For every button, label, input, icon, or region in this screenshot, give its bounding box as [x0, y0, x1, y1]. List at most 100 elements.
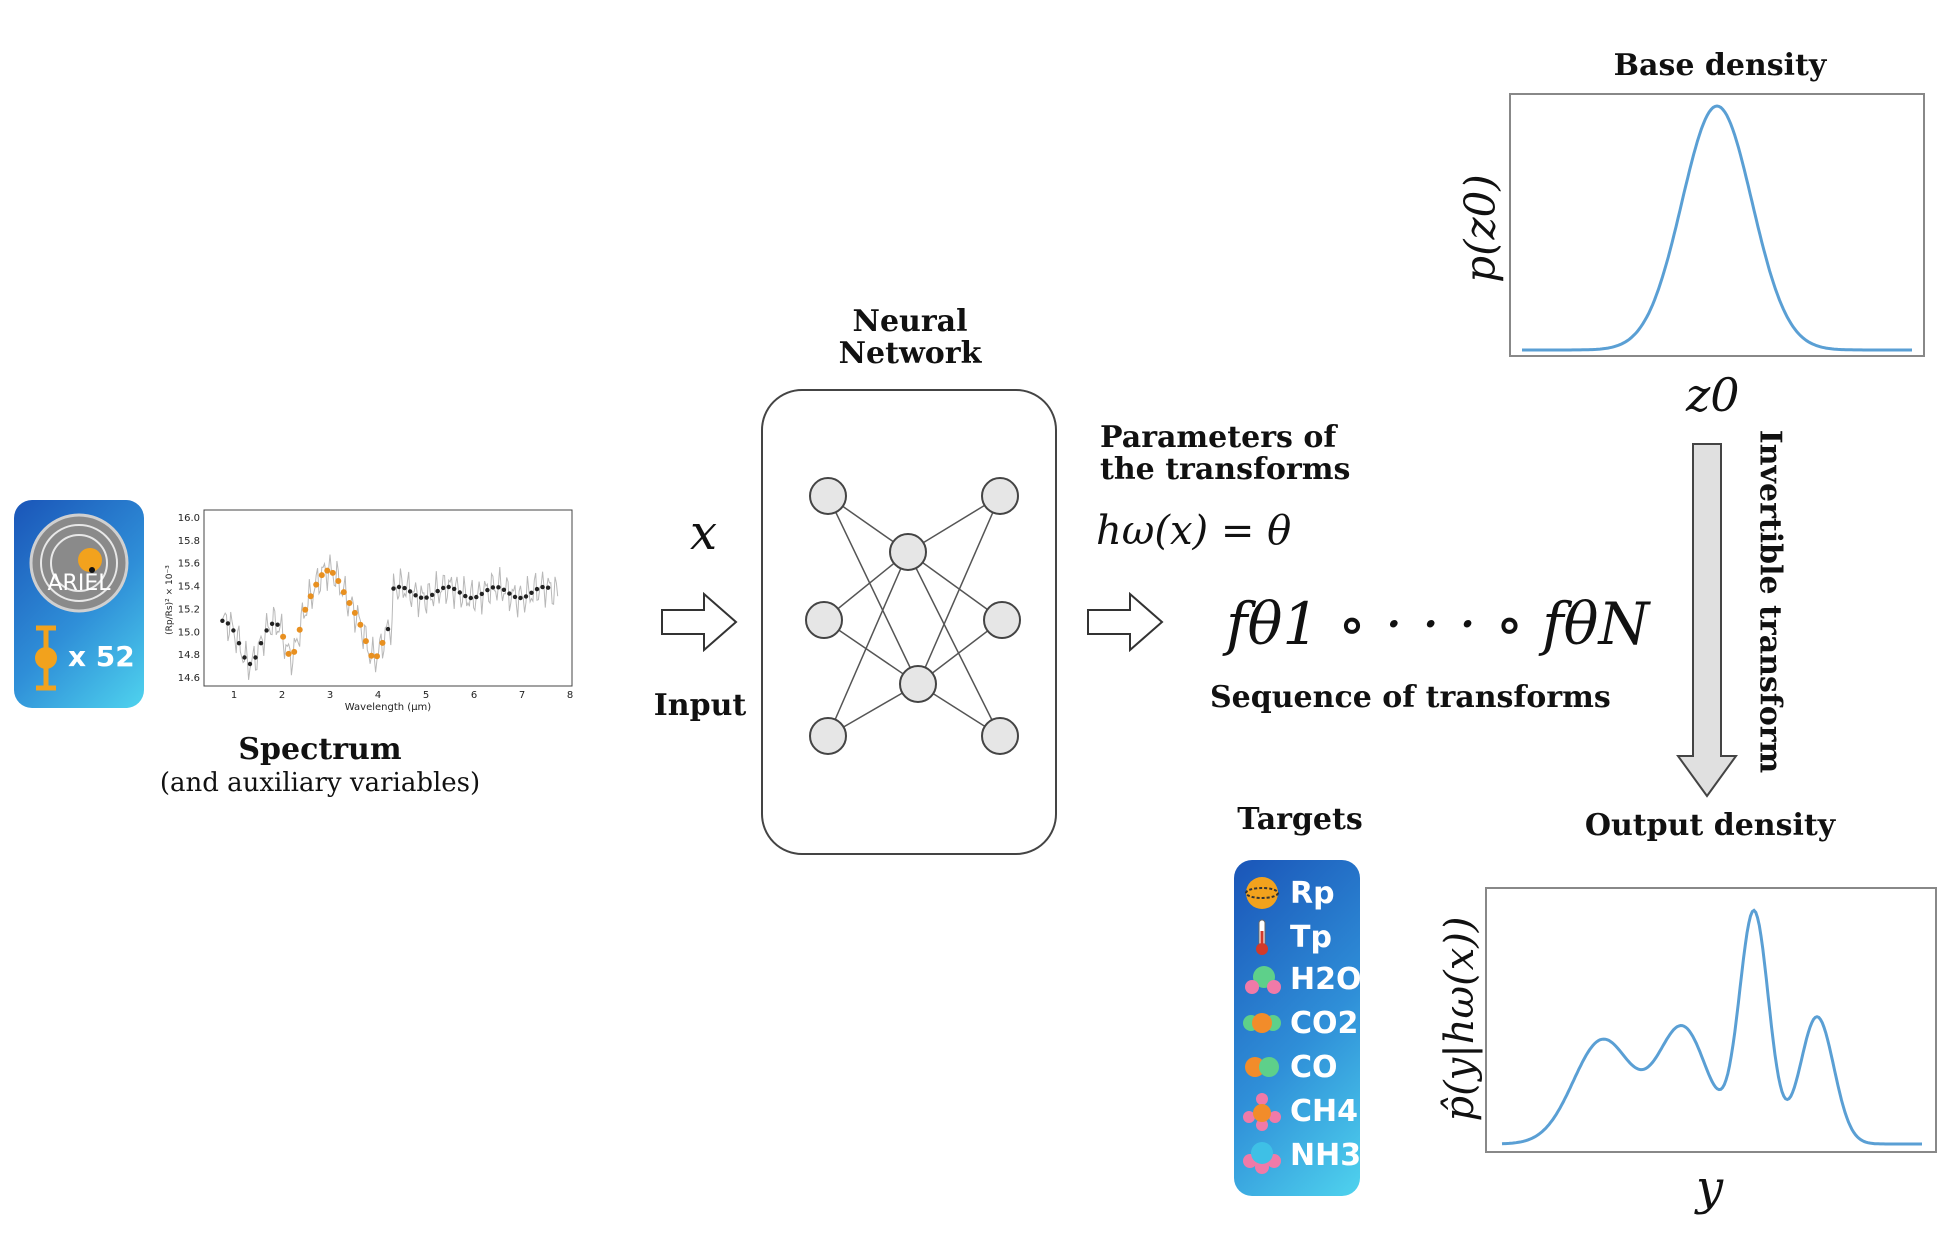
spectrum-point — [418, 595, 424, 600]
error-bar-icon — [35, 625, 57, 691]
spectrum-point — [236, 641, 242, 646]
output-density-xlabel: y — [1696, 1160, 1724, 1216]
spectrum-point — [485, 587, 490, 593]
spectrum-y-tick: 15.4 — [178, 582, 200, 593]
spectrum-y-tick: 15.6 — [178, 559, 200, 570]
spectrum-x-tick: 5 — [423, 690, 429, 701]
spectrum-point — [474, 594, 479, 600]
spectrum-y-tick: 16.0 — [178, 513, 200, 524]
spectrum-point — [479, 591, 484, 597]
spectrum-point — [313, 581, 320, 588]
invertible-label: Invertible transform — [1752, 429, 1788, 774]
spectrum-x-tick: 7 — [519, 690, 525, 701]
spectrum-x-tick: 4 — [375, 690, 381, 701]
spectrum-point — [285, 650, 292, 657]
spectrum-point — [385, 626, 391, 632]
spectrum-point — [441, 585, 446, 591]
target-item-co: CO — [1242, 1046, 1338, 1088]
nn-node — [983, 601, 1021, 639]
spectrum-x-tick: 1 — [231, 690, 237, 701]
spectrum-point — [379, 639, 386, 646]
spectrum-y-tick: 15.0 — [178, 627, 200, 638]
spectrum-point — [496, 585, 501, 590]
output-density-plot — [1485, 887, 1937, 1153]
sequence-label: Sequence of transforms — [1210, 680, 1611, 715]
target-item-ch4: CH4 — [1242, 1090, 1358, 1132]
base-density-ylabel: p(z0) — [1455, 174, 1505, 283]
spectrum-x-tick: 6 — [471, 690, 477, 701]
spectrum-point — [296, 626, 303, 633]
spectrum-x-tick: 8 — [567, 690, 573, 701]
network-title-line1: Neural — [852, 304, 968, 339]
planet-icon — [1245, 877, 1279, 909]
spectrum-point — [523, 594, 529, 599]
spectrum-point — [340, 589, 347, 596]
spectrum-y-tick: 14.8 — [178, 650, 200, 661]
spectrum-point — [534, 586, 540, 592]
spectrum-point — [242, 655, 247, 660]
targets-title: Targets — [1237, 802, 1363, 837]
spectrum-point — [391, 586, 396, 591]
nn-node — [805, 601, 843, 639]
spectrum-point — [253, 655, 258, 660]
spectrum-point — [302, 606, 309, 613]
spectrum-point — [452, 586, 457, 592]
spectrum-point — [324, 567, 331, 574]
co2-molecule-icon — [1243, 1013, 1281, 1033]
spectrum-point — [351, 609, 358, 616]
base-density-xlabel: z0 — [1686, 368, 1740, 422]
output-density-ylabel: p̂(y|hω(x)) — [1437, 916, 1483, 1122]
output-arrow-icon — [1087, 592, 1164, 652]
spectrum-point — [291, 648, 298, 655]
svg-text:Wavelength (μm): Wavelength (μm) — [345, 702, 432, 713]
spectrum-point — [362, 638, 369, 645]
target-item-nh3: NH3 — [1242, 1134, 1361, 1176]
neural-network — [761, 389, 1057, 855]
ariel-panel: ARIEL x 52 — [14, 500, 144, 708]
spectrum-point — [280, 633, 287, 640]
methane-molecule-icon — [1243, 1093, 1281, 1131]
spectrum-subtitle: (and auxiliary variables) — [159, 768, 481, 798]
spectrum-point — [545, 585, 551, 590]
spectrum-point — [396, 584, 402, 590]
spectrum-point — [258, 641, 264, 646]
spectrum-point — [264, 628, 269, 633]
co-molecule-icon — [1245, 1057, 1279, 1077]
spectrum-point — [247, 661, 253, 667]
spectrum-point — [435, 588, 440, 594]
spectrum-point — [540, 584, 545, 590]
target-item-rp: Rp — [1242, 872, 1335, 914]
nn-node — [889, 533, 927, 571]
spectrum-y-tick: 15.8 — [178, 536, 200, 547]
spectrum-point — [529, 590, 534, 595]
spectrum-point — [231, 628, 236, 633]
target-item-tp: Tp — [1242, 916, 1332, 958]
spectrum-point — [307, 593, 314, 600]
spectrum-point — [512, 594, 518, 600]
spectrum-point — [430, 592, 435, 598]
input-symbol: x — [690, 505, 718, 561]
spectrum-point — [368, 652, 375, 659]
spectrum-point — [357, 621, 364, 628]
ariel-logo-icon: ARIEL — [29, 513, 129, 613]
output-density-title: Output density — [1584, 808, 1836, 843]
spectrum-point — [329, 569, 336, 576]
nn-node — [981, 717, 1019, 755]
target-item-h2o: H2O — [1242, 958, 1361, 1000]
target-item-co2: CO2 — [1242, 1002, 1358, 1044]
parameters-line1: Parameters of — [1100, 420, 1337, 455]
parameters-equation: hω(x) = θ — [1096, 508, 1292, 554]
water-molecule-icon — [1245, 966, 1281, 994]
nn-node — [981, 477, 1019, 515]
spectrum-point — [275, 622, 280, 627]
input-label: Input — [653, 688, 747, 723]
parameters-line2: the transforms — [1100, 452, 1351, 487]
spectrum-y-tick: 14.6 — [178, 673, 200, 684]
spectrum-point — [457, 590, 462, 595]
spectrum-point — [335, 578, 342, 584]
network-title-line2: Network — [838, 336, 982, 371]
nn-node — [899, 665, 937, 703]
spectrum-x-tick: 2 — [279, 690, 285, 701]
invertible-arrow-icon — [1676, 443, 1738, 798]
